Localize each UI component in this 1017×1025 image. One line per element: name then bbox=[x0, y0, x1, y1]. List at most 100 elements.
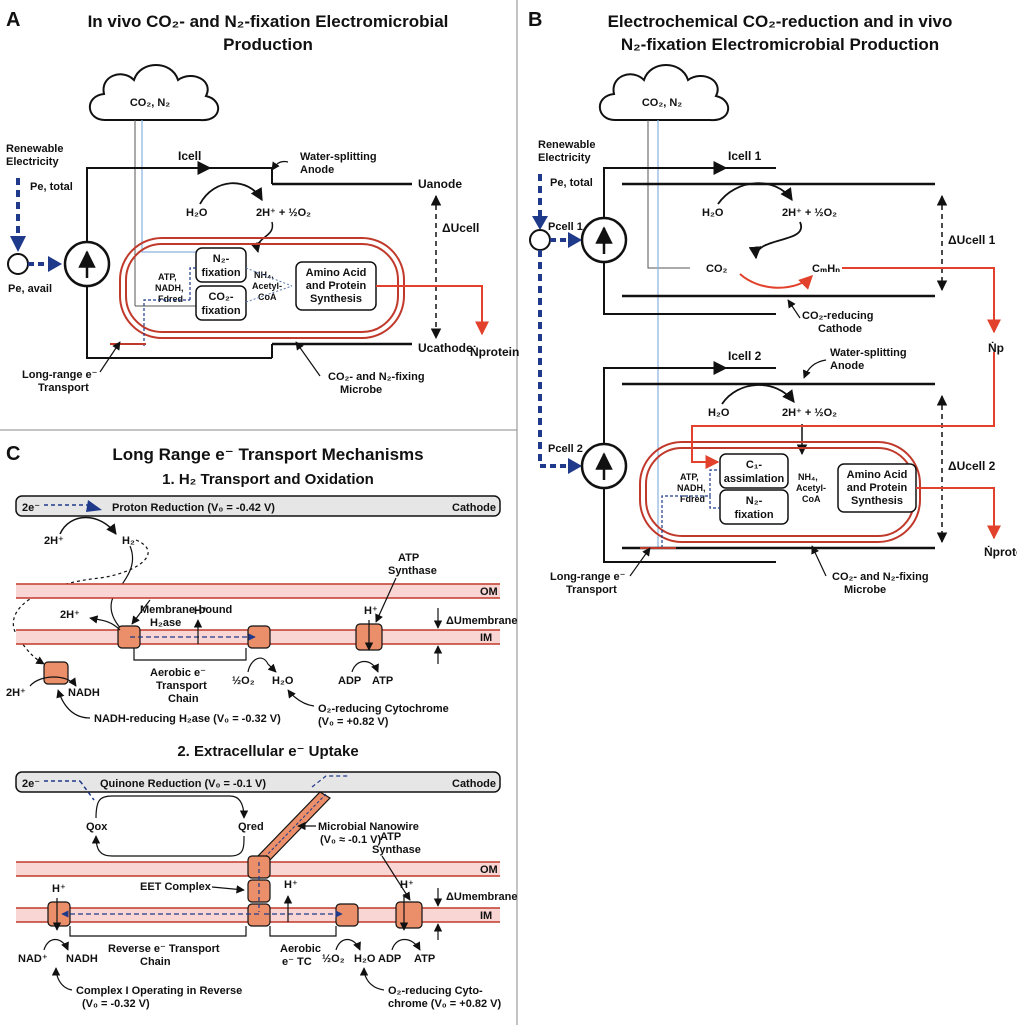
svg-text:½O₂: ½O₂ bbox=[322, 953, 345, 965]
svg-text:CoA: CoA bbox=[258, 292, 277, 302]
svg-text:Reverse e⁻ Transport: Reverse e⁻ Transport bbox=[108, 943, 220, 955]
panel-a-title-2: Production bbox=[223, 35, 313, 54]
svg-text:½O₂: ½O₂ bbox=[232, 675, 255, 687]
svg-text:e⁻ TC: e⁻ TC bbox=[282, 956, 312, 968]
svg-text:OM: OM bbox=[480, 586, 498, 598]
svg-text:Aerobic: Aerobic bbox=[280, 943, 321, 955]
panel-b: B Electrochemical CO₂-reduction and in v… bbox=[528, 9, 1017, 596]
svg-text:Transport: Transport bbox=[566, 584, 617, 596]
svg-text:EET Complex: EET Complex bbox=[140, 881, 212, 893]
svg-text:Amino Acid: Amino Acid bbox=[847, 469, 908, 481]
svg-text:H₂O: H₂O bbox=[272, 675, 294, 687]
svg-text:IM: IM bbox=[480, 910, 492, 922]
long-range-label-1: Long-range e⁻ bbox=[22, 369, 98, 381]
np-arrow bbox=[842, 267, 1001, 334]
svg-text:NADH: NADH bbox=[68, 687, 100, 699]
svg-text:chrome (V₀ = +0.82 V): chrome (V₀ = +0.82 V) bbox=[388, 998, 502, 1010]
microbe-label-1: CO₂- and N₂-fixing bbox=[328, 371, 425, 383]
svg-text:Cathode: Cathode bbox=[818, 323, 862, 335]
svg-text:Microbe: Microbe bbox=[844, 584, 886, 596]
co2-fixation-box bbox=[195, 285, 247, 321]
svg-text:H⁺: H⁺ bbox=[194, 605, 208, 617]
panel-c-letter: C bbox=[6, 443, 20, 465]
svg-text:Aerobic e⁻: Aerobic e⁻ bbox=[150, 667, 206, 679]
panel-c: C Long Range e⁻ Transport Mechanisms 1. … bbox=[6, 443, 517, 1010]
svg-text:ADP: ADP bbox=[338, 675, 361, 687]
co2-reduction-arrow bbox=[739, 273, 813, 290]
co2-line bbox=[647, 120, 690, 269]
u-cathode-label: Ucathode bbox=[418, 341, 473, 355]
svg-text:Water-splitting: Water-splitting bbox=[830, 347, 907, 359]
membrane-h2ase bbox=[117, 625, 141, 649]
svg-text:Acetyl-: Acetyl- bbox=[796, 483, 826, 493]
anode-label: Anode bbox=[300, 164, 334, 176]
svg-text:C₁-: C₁- bbox=[746, 459, 762, 471]
svg-text:2H⁺ + ½O₂: 2H⁺ + ½O₂ bbox=[782, 207, 837, 219]
svg-text:H₂O: H₂O bbox=[702, 207, 724, 219]
co2-n2-cloud-b bbox=[598, 64, 729, 122]
svg-text:2H⁺: 2H⁺ bbox=[44, 535, 64, 547]
panel-c-title: Long Range e⁻ Transport Mechanisms bbox=[112, 445, 423, 464]
svg-text:Amino Acid: Amino Acid bbox=[306, 267, 367, 279]
svg-text:NH₄,: NH₄, bbox=[798, 472, 818, 482]
svg-text:H₂O: H₂O bbox=[354, 953, 376, 965]
cloud-label-b: CO₂, N₂ bbox=[642, 97, 682, 109]
svg-text:Ṅp: Ṅp bbox=[988, 340, 1004, 355]
svg-text:Synthesis: Synthesis bbox=[851, 495, 903, 507]
protein-output-b bbox=[916, 487, 1001, 540]
electron-path-a bbox=[143, 299, 190, 346]
svg-text:ATP: ATP bbox=[414, 953, 435, 965]
svg-text:ATP,: ATP, bbox=[680, 472, 699, 482]
power-node-b bbox=[529, 229, 551, 251]
products-label: 2H⁺ + ½O₂ bbox=[256, 207, 311, 219]
svg-text:O₂-reducing Cytochrome: O₂-reducing Cytochrome bbox=[318, 703, 449, 715]
microbe-inner-membrane bbox=[125, 243, 399, 333]
svg-text:Fdred: Fdred bbox=[158, 294, 183, 304]
svg-text:NH₄,: NH₄, bbox=[254, 270, 274, 280]
svg-text:Synthase: Synthase bbox=[372, 844, 421, 856]
svg-text:ATP,: ATP, bbox=[158, 272, 177, 282]
svg-text:OM: OM bbox=[480, 864, 498, 876]
svg-text:Complex I Operating in Reverse: Complex I Operating in Reverse bbox=[76, 985, 242, 997]
svg-text:Chain: Chain bbox=[140, 956, 171, 968]
svg-text:Icell 1: Icell 1 bbox=[728, 149, 762, 163]
svg-text:Pcell 1: Pcell 1 bbox=[548, 221, 583, 233]
svg-text:Proton Reduction (V₀ = -0.42 V: Proton Reduction (V₀ = -0.42 V) bbox=[112, 502, 275, 514]
delta-u-label: ΔUcell bbox=[442, 221, 479, 235]
cathode-bar-2 bbox=[15, 771, 501, 793]
svg-text:H⁺: H⁺ bbox=[284, 879, 298, 891]
svg-text:(V₀ ≈ -0.1 V): (V₀ ≈ -0.1 V) bbox=[320, 834, 381, 846]
svg-text:and Protein: and Protein bbox=[847, 482, 908, 494]
svg-text:H⁺: H⁺ bbox=[52, 883, 66, 895]
nadh-h2ase bbox=[43, 661, 69, 685]
svg-text:ATP: ATP bbox=[398, 552, 419, 564]
atp-synthase-2 bbox=[395, 901, 423, 929]
svg-text:Anode: Anode bbox=[830, 360, 864, 372]
svg-text:Renewable: Renewable bbox=[538, 139, 595, 151]
svg-text:NADH-reducing H₂ase (V₀ = -0.3: NADH-reducing H₂ase (V₀ = -0.32 V) bbox=[94, 713, 281, 725]
svg-text:CoA: CoA bbox=[802, 494, 821, 504]
svg-text:Pcell 2: Pcell 2 bbox=[548, 443, 583, 455]
svg-text:Long-range e⁻: Long-range e⁻ bbox=[550, 571, 626, 583]
svg-text:N₂-: N₂- bbox=[746, 495, 763, 507]
svg-text:fixation: fixation bbox=[734, 509, 773, 521]
c1-assimilation-box bbox=[719, 453, 789, 489]
power-arrowhead bbox=[10, 236, 26, 252]
svg-text:2H⁺: 2H⁺ bbox=[6, 687, 26, 699]
svg-text:fixation: fixation bbox=[201, 305, 240, 317]
panel-a-title-1: In vivo CO₂- and N₂-fixation Electromicr… bbox=[88, 12, 449, 31]
section-2-title: 2. Extracellular e⁻ Uptake bbox=[177, 743, 358, 760]
svg-text:2H⁺: 2H⁺ bbox=[60, 609, 80, 621]
svg-text:2e⁻: 2e⁻ bbox=[22, 502, 40, 514]
svg-text:H⁺: H⁺ bbox=[364, 605, 378, 617]
microbe-b-outer bbox=[639, 441, 921, 543]
svg-text:assimlation: assimlation bbox=[724, 473, 785, 485]
circuit-top bbox=[86, 167, 272, 242]
svg-text:NADH: NADH bbox=[66, 953, 98, 965]
svg-text:ΔUmembrane: ΔUmembrane bbox=[446, 891, 517, 903]
circuit-bottom bbox=[86, 286, 272, 359]
svg-text:Membrane-bound: Membrane-bound bbox=[140, 604, 232, 616]
section-1-title: 1. H₂ Transport and Oxidation bbox=[162, 471, 374, 488]
outer-membrane-1 bbox=[16, 584, 500, 598]
